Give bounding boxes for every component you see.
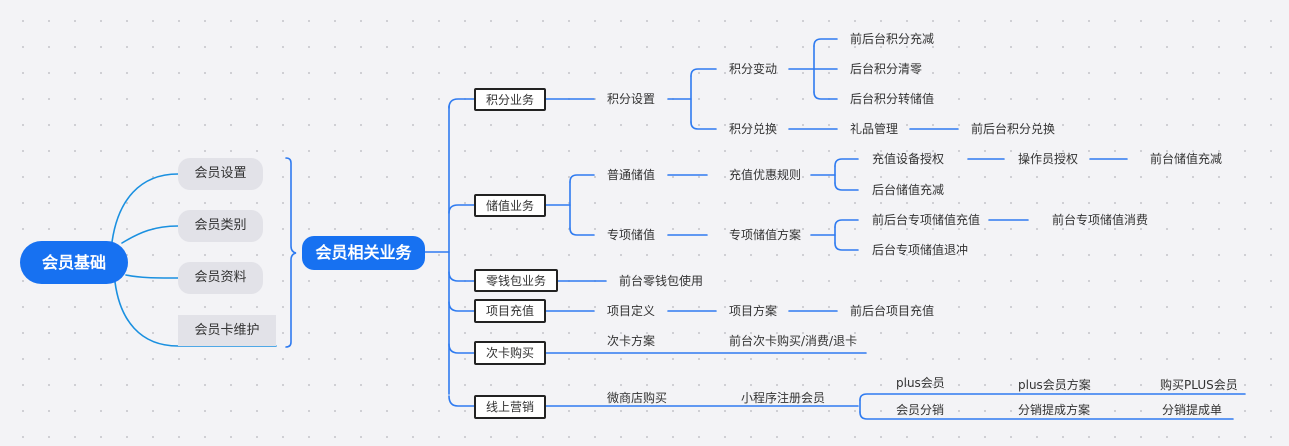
node-points-change[interactable]: 积分变动 bbox=[729, 62, 778, 76]
node-project-plan[interactable]: 项目方案 bbox=[729, 304, 778, 318]
connector bbox=[111, 173, 179, 243]
connector bbox=[834, 182, 859, 191]
node-online-marketing[interactable]: 线上营销 bbox=[474, 395, 546, 419]
node-project-recharge-ops[interactable]: 前后台项目充值 bbox=[850, 304, 935, 318]
connector bbox=[690, 121, 717, 130]
node-special-refund[interactable]: 后台专项储值退冲 bbox=[872, 243, 969, 257]
node-points-adjust[interactable]: 前后台积分充减 bbox=[850, 32, 935, 46]
node-special-plan[interactable]: 专项储值方案 bbox=[729, 228, 802, 242]
node-member-category[interactable]: 会员类别 bbox=[178, 210, 263, 242]
node-wallet-use[interactable]: 前台零钱包使用 bbox=[619, 274, 704, 288]
connector bbox=[834, 219, 859, 228]
connector bbox=[114, 281, 277, 347]
node-wallet-business[interactable]: 零钱包业务 bbox=[474, 269, 558, 292]
root-node-member-business[interactable]: 会员相关业务 bbox=[302, 236, 425, 270]
brace-connector bbox=[285, 157, 297, 348]
connector bbox=[834, 158, 859, 167]
connector bbox=[448, 271, 475, 282]
connector bbox=[859, 393, 1246, 401]
node-special-recharge[interactable]: 前后台专项储值充值 bbox=[872, 213, 981, 227]
node-project-recharge[interactable]: 项目充值 bbox=[474, 299, 546, 323]
root-node-member-basics[interactable]: 会员基础 bbox=[20, 241, 128, 284]
node-points-to-stored[interactable]: 后台积分转储值 bbox=[850, 92, 935, 106]
connector bbox=[448, 204, 475, 214]
node-plus-buy[interactable]: 购买PLUS会员 bbox=[1160, 378, 1238, 392]
node-special-consume[interactable]: 前台专项储值消费 bbox=[1052, 213, 1149, 227]
node-card-plan[interactable]: 次卡方案 bbox=[607, 334, 656, 348]
node-device-auth[interactable]: 充值设备授权 bbox=[872, 152, 945, 166]
node-stored-value-business[interactable]: 储值业务 bbox=[474, 194, 546, 217]
node-shop-purchase[interactable]: 微商店购买 bbox=[607, 391, 668, 405]
connector bbox=[569, 227, 595, 236]
node-card-purchase[interactable]: 次卡购买 bbox=[474, 341, 546, 365]
node-operator-auth[interactable]: 操作员授权 bbox=[1018, 152, 1079, 166]
node-front-recharge[interactable]: 前台储值充减 bbox=[1150, 152, 1223, 166]
connector bbox=[859, 411, 1234, 420]
node-points-settings[interactable]: 积分设置 bbox=[607, 92, 656, 106]
node-points-business[interactable]: 积分业务 bbox=[474, 88, 546, 111]
node-recharge-rules[interactable]: 充值优惠规则 bbox=[729, 168, 802, 182]
node-distribution-plan[interactable]: 分销提成方案 bbox=[1018, 403, 1091, 417]
connector bbox=[813, 91, 838, 100]
node-member-card-maintenance[interactable]: 会员卡维护 bbox=[178, 315, 276, 346]
connector bbox=[569, 174, 595, 183]
connector bbox=[448, 301, 475, 312]
node-gift-management[interactable]: 礼品管理 bbox=[850, 122, 899, 136]
connector bbox=[121, 225, 179, 244]
node-plus-member[interactable]: plus会员 bbox=[896, 376, 945, 390]
node-special-stored[interactable]: 专项储值 bbox=[607, 228, 656, 242]
connector bbox=[813, 38, 838, 47]
connector bbox=[448, 98, 475, 109]
node-distribution-order[interactable]: 分销提成单 bbox=[1162, 403, 1223, 417]
node-miniapp-register[interactable]: 小程序注册会员 bbox=[741, 391, 826, 405]
connector bbox=[448, 343, 475, 354]
connector bbox=[690, 68, 717, 77]
node-points-exchange[interactable]: 积分兑换 bbox=[729, 122, 778, 136]
node-member-distribution[interactable]: 会员分销 bbox=[896, 403, 945, 417]
node-back-recharge[interactable]: 后台储值充减 bbox=[872, 183, 945, 197]
node-member-profile[interactable]: 会员资料 bbox=[178, 262, 263, 294]
connector bbox=[834, 242, 859, 251]
connector bbox=[448, 395, 475, 407]
node-plus-plan[interactable]: plus会员方案 bbox=[1018, 378, 1091, 392]
node-points-clear[interactable]: 后台积分清零 bbox=[850, 62, 923, 76]
connector bbox=[125, 274, 179, 279]
node-normal-stored[interactable]: 普通储值 bbox=[607, 168, 656, 182]
node-points-redeem[interactable]: 前后台积分兑换 bbox=[971, 122, 1056, 136]
node-member-settings[interactable]: 会员设置 bbox=[178, 158, 263, 190]
node-card-ops[interactable]: 前台次卡购买/消费/退卡 bbox=[729, 334, 858, 348]
node-project-define[interactable]: 项目定义 bbox=[607, 304, 656, 318]
